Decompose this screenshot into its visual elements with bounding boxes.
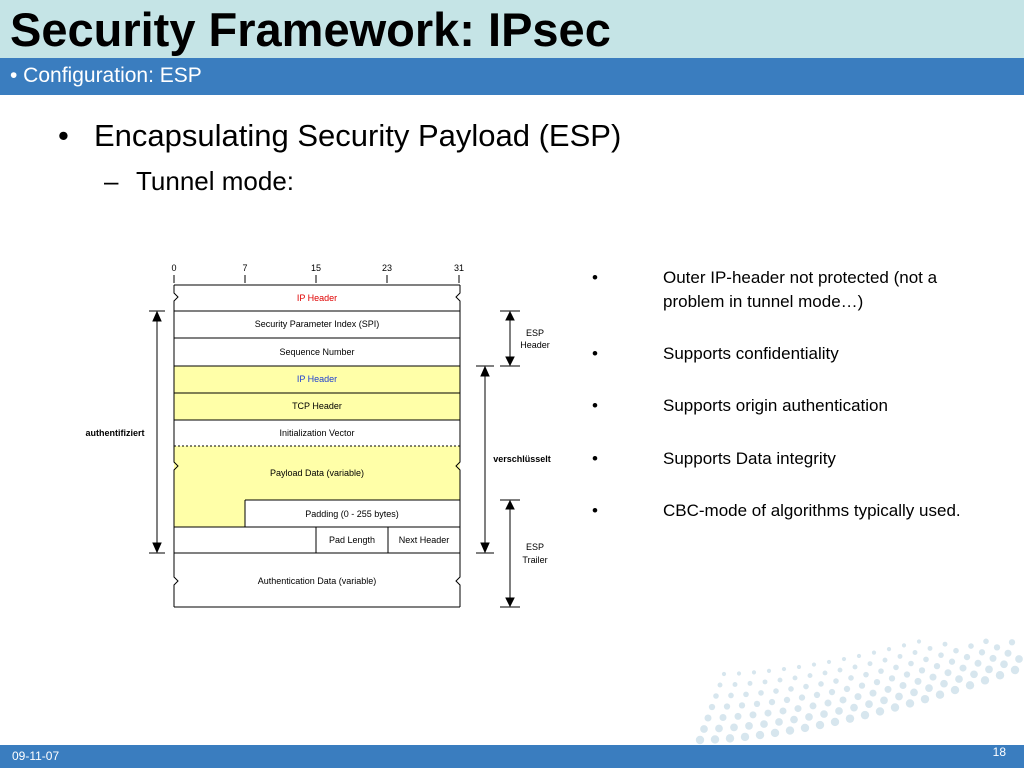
title-bar: Security Framework: IPsec <box>0 0 1024 58</box>
list-item-text: Supports Data integrity <box>663 449 836 468</box>
slide-title: Security Framework: IPsec <box>10 3 611 56</box>
esp-header-label-1: ESP <box>526 328 544 338</box>
list-item-text: Supports confidentiality <box>663 344 839 363</box>
list-item-text: Outer IP-header not protected (not a pro… <box>663 268 938 311</box>
main-bullet-text: Encapsulating Security Payload (ESP) <box>94 118 622 153</box>
field-spi: Security Parameter Index (SPI) <box>255 319 380 329</box>
bullet-symbol: • <box>58 118 69 153</box>
list-item-text: Supports origin authentication <box>663 396 888 415</box>
authenticated-label: authentifiziert <box>85 428 144 438</box>
field-padding: Padding (0 - 255 bytes) <box>305 509 399 519</box>
field-tcp-header: TCP Header <box>292 401 342 411</box>
bit-scale: 0 7 15 23 31 <box>171 263 464 273</box>
main-bullet: • Encapsulating Security Payload (ESP) <box>58 118 621 154</box>
footer-date: 09-11-07 <box>12 749 60 763</box>
sub-bullet-symbol: – <box>104 166 119 196</box>
field-ip-header-inner: IP Header <box>297 374 337 384</box>
field-auth-data: Authentication Data (variable) <box>258 576 377 586</box>
subtitle-bar: • Configuration: ESP <box>0 58 1024 95</box>
bit-label: 15 <box>311 263 321 273</box>
bit-label: 0 <box>171 263 176 273</box>
page-number: 18 <box>992 745 1006 759</box>
field-ip-header-outer: IP Header <box>297 293 337 303</box>
field-iv: Initialization Vector <box>279 428 354 438</box>
list-bullet: • <box>592 501 598 520</box>
encrypted-highlight <box>174 366 460 527</box>
field-sequence-number: Sequence Number <box>279 347 354 357</box>
esp-trailer-label-2: Trailer <box>522 555 547 565</box>
list-item-text: CBC-mode of algorithms typically used. <box>663 501 961 520</box>
list-bullet: • <box>592 396 598 415</box>
list-bullet: • <box>592 268 598 287</box>
sub-bullet: –Tunnel mode: <box>104 166 294 197</box>
footer-bar: 09-11-07 18 <box>0 745 1024 768</box>
sub-bullet-text: Tunnel mode: <box>136 166 295 196</box>
bit-label: 31 <box>454 263 464 273</box>
bit-label: 23 <box>382 263 392 273</box>
bit-label: 7 <box>242 263 247 273</box>
field-pad-length: Pad Length <box>329 535 375 545</box>
field-next-header: Next Header <box>399 535 450 545</box>
esp-header-label-2: Header <box>520 340 550 350</box>
esp-trailer-label-1: ESP <box>526 542 544 552</box>
list-bullet: • <box>592 449 598 468</box>
field-payload: Payload Data (variable) <box>270 468 364 478</box>
encrypted-label: verschlüsselt <box>493 454 551 464</box>
list-bullet: • <box>592 344 598 363</box>
slide-subtitle: • Configuration: ESP <box>10 64 202 87</box>
